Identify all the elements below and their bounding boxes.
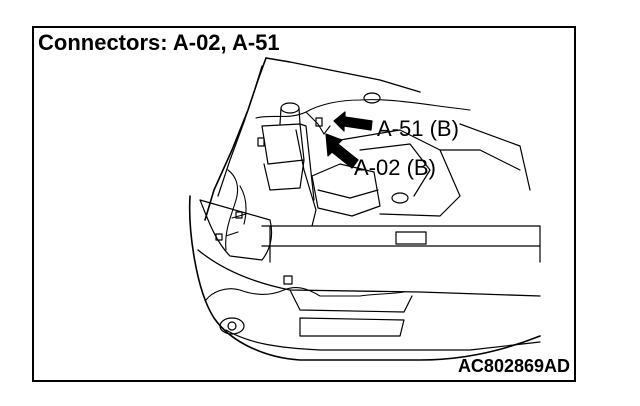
radiator-latch [395, 231, 427, 245]
wiring-harness [225, 99, 471, 251]
engine-block [339, 129, 461, 217]
radiator-support [261, 225, 541, 263]
callout-a51: A-51 (B) [377, 116, 459, 141]
headlight-outline [199, 199, 273, 261]
bumper-lower-line [225, 329, 541, 351]
arrow-a02 [325, 133, 359, 169]
grille-lower [299, 317, 405, 337]
strut-tower [295, 129, 317, 227]
grille-upper [289, 289, 413, 313]
hood-top [265, 57, 421, 93]
reservoir-cap [280, 102, 300, 114]
battery-box [261, 123, 305, 165]
arrow-a51 [333, 111, 373, 132]
diagram-frame [32, 26, 576, 382]
bumper-upper-line [197, 249, 541, 297]
front-bumper-outline [188, 195, 541, 361]
callout-a02: A-02 (B) [354, 155, 436, 180]
fog-lamp [219, 317, 245, 335]
hood-inner-edge [217, 65, 263, 197]
air-cleaner [311, 163, 381, 217]
diagram-title: Connectors: A-02, A-51 [38, 30, 280, 55]
figure-code: AC802869AD [457, 356, 570, 376]
